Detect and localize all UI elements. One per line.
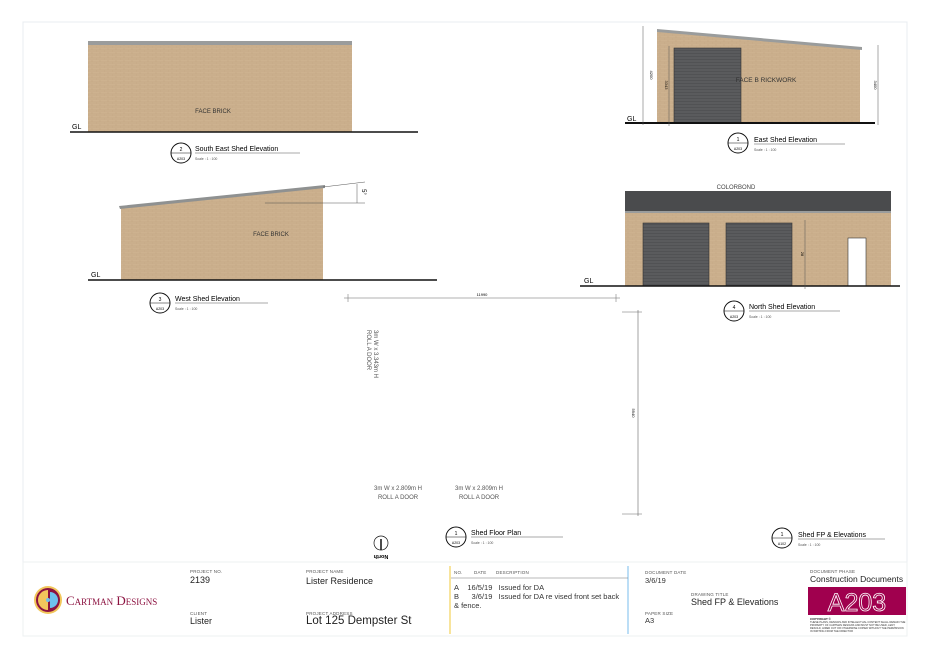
rev-header-description: DESCRIPTION bbox=[496, 570, 529, 575]
svg-text:5940: 5940 bbox=[631, 409, 636, 419]
document-date: 3/6/19 bbox=[645, 576, 666, 585]
svg-text:Scale : 1 : 100: Scale : 1 : 100 bbox=[749, 315, 771, 319]
sheet-marker: 1 A102 Shed FP & Elevations Scale : 1 : … bbox=[771, 527, 885, 549]
svg-text:GL: GL bbox=[627, 116, 636, 123]
project-address: Lot 125 Dempster St bbox=[306, 615, 412, 627]
svg-text:A203: A203 bbox=[734, 147, 742, 151]
svg-text:3m W x 2.809m H: 3m W x 2.809m H bbox=[374, 486, 422, 492]
brick-wall bbox=[121, 187, 323, 280]
revision-row: A 16/5/19 Issued for DA bbox=[454, 583, 545, 592]
roller-door bbox=[673, 47, 742, 124]
svg-text:FACE B RICKWORK: FACE B RICKWORK bbox=[736, 77, 797, 84]
svg-text:5°: 5° bbox=[360, 189, 366, 195]
sheet-number: A203 bbox=[828, 589, 886, 617]
roller-door bbox=[642, 222, 710, 287]
roof-cap bbox=[88, 41, 352, 45]
project-name: Lister Residence bbox=[306, 576, 374, 586]
svg-text:ROLL A DOOR: ROLL A DOOR bbox=[459, 495, 500, 501]
paper-size: A3 bbox=[645, 616, 655, 625]
copyright-text: THESE PLANS, DESIGNS AND INTELLECTUAL CO… bbox=[810, 621, 906, 633]
drawing-title: South East Shed Elevation bbox=[195, 146, 278, 153]
document-date-label: DOCUMENT DATE bbox=[645, 570, 687, 575]
svg-text:COLORBOND: COLORBOND bbox=[717, 185, 756, 191]
ground-label: GL bbox=[72, 124, 81, 131]
document-phase: Construction Documents bbox=[810, 574, 904, 584]
svg-text:2: 2 bbox=[180, 147, 183, 153]
svg-text:A203: A203 bbox=[730, 315, 738, 319]
shed-floor-plan: 11990 5940 3m W x 3.343m H ROLL A DOOR 3… bbox=[344, 292, 642, 559]
svg-text:A102: A102 bbox=[778, 542, 786, 546]
rev-header-no: NO. bbox=[454, 570, 463, 575]
personal-door bbox=[847, 237, 867, 287]
copyright-label: COPYRIGHT © bbox=[810, 617, 831, 621]
svg-text:3m W x 3.343m H: 3m W x 3.343m H bbox=[372, 330, 378, 378]
roller-door bbox=[725, 222, 793, 287]
svg-text:Scale : 1 : 100: Scale : 1 : 100 bbox=[175, 307, 197, 311]
title-block-frame bbox=[22, 561, 908, 637]
brick-wall bbox=[88, 44, 352, 132]
north-elevation: GL COLORBOND 28 4 A203 North Shed Elevat… bbox=[580, 185, 900, 322]
revision-row: B 3/6/19 Issued for DA re vised front se… bbox=[454, 592, 620, 610]
document-phase-label: DOCUMENT PHASE bbox=[810, 569, 856, 574]
rev-header-date: DATE bbox=[474, 570, 487, 575]
svg-text:3: 3 bbox=[159, 297, 162, 303]
project-no: 2139 bbox=[190, 575, 211, 585]
svg-text:East Shed Elevation: East Shed Elevation bbox=[754, 137, 817, 144]
roof-cap bbox=[119, 185, 325, 209]
svg-text:Scale : 1 : 100: Scale : 1 : 100 bbox=[195, 157, 217, 161]
svg-text:Shed Floor Plan: Shed Floor Plan bbox=[471, 530, 521, 537]
svg-text:3343: 3343 bbox=[664, 81, 669, 91]
svg-text:GL: GL bbox=[584, 278, 593, 285]
svg-text:Shed FP & Elevations: Shed FP & Elevations bbox=[798, 532, 866, 539]
svg-text:West Shed Elevation: West Shed Elevation bbox=[175, 296, 240, 303]
svg-text:ROLL A DOOR: ROLL A DOOR bbox=[378, 495, 419, 501]
svg-text:4200: 4200 bbox=[649, 71, 654, 81]
svg-text:1: 1 bbox=[455, 531, 458, 537]
project-name-label: PROJECT NAME bbox=[306, 569, 344, 574]
east-elevation: GL FACE B RICKWORK 4200 3343 3400 1 A203… bbox=[625, 26, 879, 154]
svg-text:3m W x 2.809m H: 3m W x 2.809m H bbox=[455, 486, 503, 492]
svg-text:FACE BRICK: FACE BRICK bbox=[253, 232, 289, 238]
roof-cap bbox=[657, 29, 862, 50]
svg-text:A203: A203 bbox=[156, 307, 164, 311]
svg-text:11990: 11990 bbox=[477, 292, 489, 297]
project-no-label: PROJECT NO. bbox=[190, 569, 223, 574]
cartman-designs-logo: Cartman Designs bbox=[34, 586, 157, 614]
client: Lister bbox=[190, 616, 213, 626]
svg-text:North Shed Elevation: North Shed Elevation bbox=[749, 304, 815, 311]
svg-text:1: 1 bbox=[781, 532, 784, 538]
south-east-elevation: GL FACE BRICK 2 A203 South East Shed Ele… bbox=[70, 41, 418, 164]
material-label: FACE BRICK bbox=[195, 109, 231, 115]
north-arrow-icon: North bbox=[373, 535, 389, 559]
drawing-title: Shed FP & Elevations bbox=[691, 597, 779, 607]
colorbond-roof bbox=[625, 191, 891, 212]
west-elevation: GL FACE BRICK 5° 3 A203 West Shed Elevat… bbox=[88, 181, 437, 314]
paper-size-label: PAPER SIZE bbox=[645, 611, 674, 616]
svg-text:28: 28 bbox=[800, 252, 805, 257]
drawing-title-label: DRAWING TITLE bbox=[691, 592, 729, 597]
svg-text:A203: A203 bbox=[177, 157, 185, 161]
svg-text:Scale : 1 : 100: Scale : 1 : 100 bbox=[798, 543, 820, 547]
svg-text:A203: A203 bbox=[452, 541, 460, 545]
svg-text:3400: 3400 bbox=[873, 81, 878, 91]
svg-text:Scale : 1 : 100: Scale : 1 : 100 bbox=[471, 541, 493, 545]
svg-text:Scale : 1 : 100: Scale : 1 : 100 bbox=[754, 148, 776, 152]
client-label: CLIENT bbox=[190, 611, 208, 616]
svg-text:North: North bbox=[373, 553, 388, 559]
svg-text:Cartman Designs: Cartman Designs bbox=[66, 593, 157, 608]
svg-text:1: 1 bbox=[737, 137, 740, 143]
project-address-label: PROJECT ADDRESS bbox=[306, 611, 353, 616]
sheet-number-badge bbox=[808, 587, 906, 615]
svg-text:ROLL A DOOR: ROLL A DOOR bbox=[365, 330, 371, 371]
svg-text:4: 4 bbox=[733, 305, 736, 311]
svg-text:GL: GL bbox=[91, 272, 100, 279]
